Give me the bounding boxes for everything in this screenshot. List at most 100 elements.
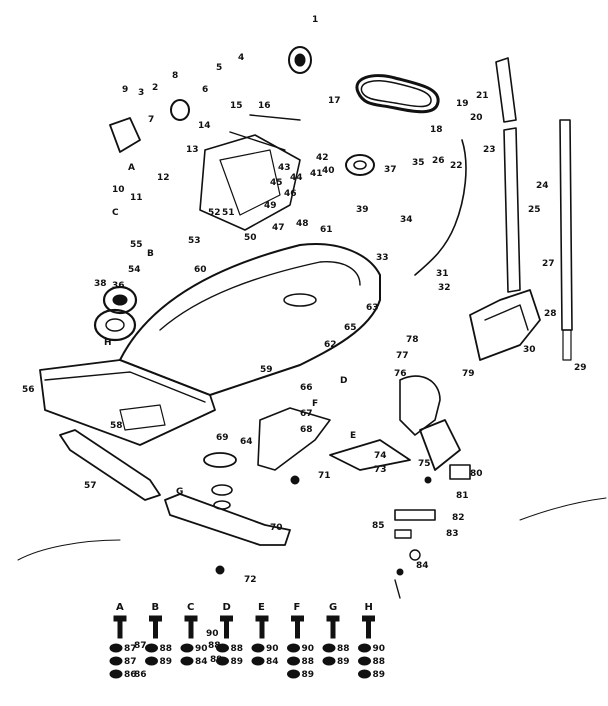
callout-62: 62 [324,340,337,350]
hardware-part-number: 88 [160,644,173,654]
hardware-part-number: 89 [373,670,386,680]
callout-69: 69 [216,433,229,443]
pulley-assembly [109,46,375,176]
callout-39: 39 [356,205,369,215]
bolt-icon [326,615,340,639]
callout-38: 38 [94,279,107,289]
callout-76: 76 [394,369,407,379]
callout-2: 2 [152,83,158,93]
washer-icon [287,643,300,653]
callout-9: 9 [122,85,128,95]
letter-callout-A: A [128,163,135,173]
callout-17: 17 [328,96,341,106]
washer-icon [287,656,300,666]
callout-68: 68 [300,425,313,435]
callout-60: 60 [194,265,207,275]
washer-icon [216,656,229,666]
callout-66: 66 [300,383,313,393]
bolt-icon [149,615,162,639]
callout-46: 46 [284,189,297,199]
letter-callout-D: D [340,376,347,386]
callout-77: 77 [396,351,409,361]
callout-88: 88 [208,641,221,651]
callout-20: 20 [470,113,483,123]
left-spindle-pulley [93,285,138,342]
bolt-icon [220,615,233,639]
callout-82: 82 [452,513,465,523]
callout-30: 30 [523,345,536,355]
washer-icon [145,643,158,653]
callout-84: 84 [416,561,429,571]
bolt-icon [113,615,127,639]
hardware-letter-B: B [152,602,160,613]
callout-29: 29 [574,363,587,373]
callout-47: 47 [272,223,285,233]
callout-10: 10 [112,185,125,195]
callout-59: 59 [260,365,273,375]
letter-callout-G: G [176,487,183,497]
callout-1: 1 [312,15,318,25]
callout-67: 67 [300,409,313,419]
callout-51: 51 [222,208,235,218]
callout-53: 53 [188,236,201,246]
margin-line-left [17,539,121,561]
washer-icon [216,643,229,653]
callout-22: 22 [450,161,463,171]
callout-11: 11 [130,193,143,203]
washer-icon [109,643,123,653]
callout-45: 45 [270,178,283,188]
washer-icon [109,656,123,666]
washer-icon [145,656,158,666]
washer-icon [109,669,123,679]
callout-3: 3 [138,88,144,98]
engine-mount-bracket [199,114,301,231]
hardware-letter-E: E [258,602,265,613]
handle-bracket [469,289,541,361]
callout-64: 64 [240,437,253,447]
hardware-letter-G: G [329,602,337,613]
hardware-part-number: 90 [195,644,208,654]
washer-icon [251,643,265,653]
callout-8: 8 [172,71,178,81]
callout-23: 23 [483,145,496,155]
callout-55: 55 [130,240,143,250]
callout-83: 83 [446,529,459,539]
callout-79: 79 [462,369,475,379]
callout-41: 41 [310,169,323,179]
washer-icon [251,656,265,666]
callout-12: 12 [157,173,170,183]
callout-31: 31 [436,269,449,279]
hardware-part-number: 89 [302,670,315,680]
callout-90: 90 [206,629,219,639]
callout-27: 27 [542,259,555,269]
callout-37: 37 [384,165,397,175]
hardware-part-number: 87 [124,644,137,654]
callout-78: 78 [406,335,419,345]
callout-15: 15 [230,101,243,111]
callout-19: 19 [456,99,469,109]
callout-81: 81 [456,491,469,501]
blade-adapter-parts [203,452,300,575]
callout-80: 80 [470,469,483,479]
callout-7: 7 [148,115,154,125]
washer-icon [358,669,371,679]
bolt-icon [184,615,198,639]
callout-25: 25 [528,205,541,215]
bolt-icon [291,615,304,639]
callout-24: 24 [536,181,549,191]
bolt-icon [362,615,375,639]
callout-43: 43 [278,163,291,173]
callout-65: 65 [344,323,357,333]
hardware-key: A878786B8889C9084D8889E9084F908889G8889H… [109,602,386,680]
washer-icon [322,643,336,653]
callout-63: 63 [366,303,379,313]
washer-icon [358,643,371,653]
callout-4: 4 [238,53,244,63]
callout-5: 5 [216,63,222,73]
hardware-part-number: 88 [337,644,350,654]
control-cable [414,139,467,276]
